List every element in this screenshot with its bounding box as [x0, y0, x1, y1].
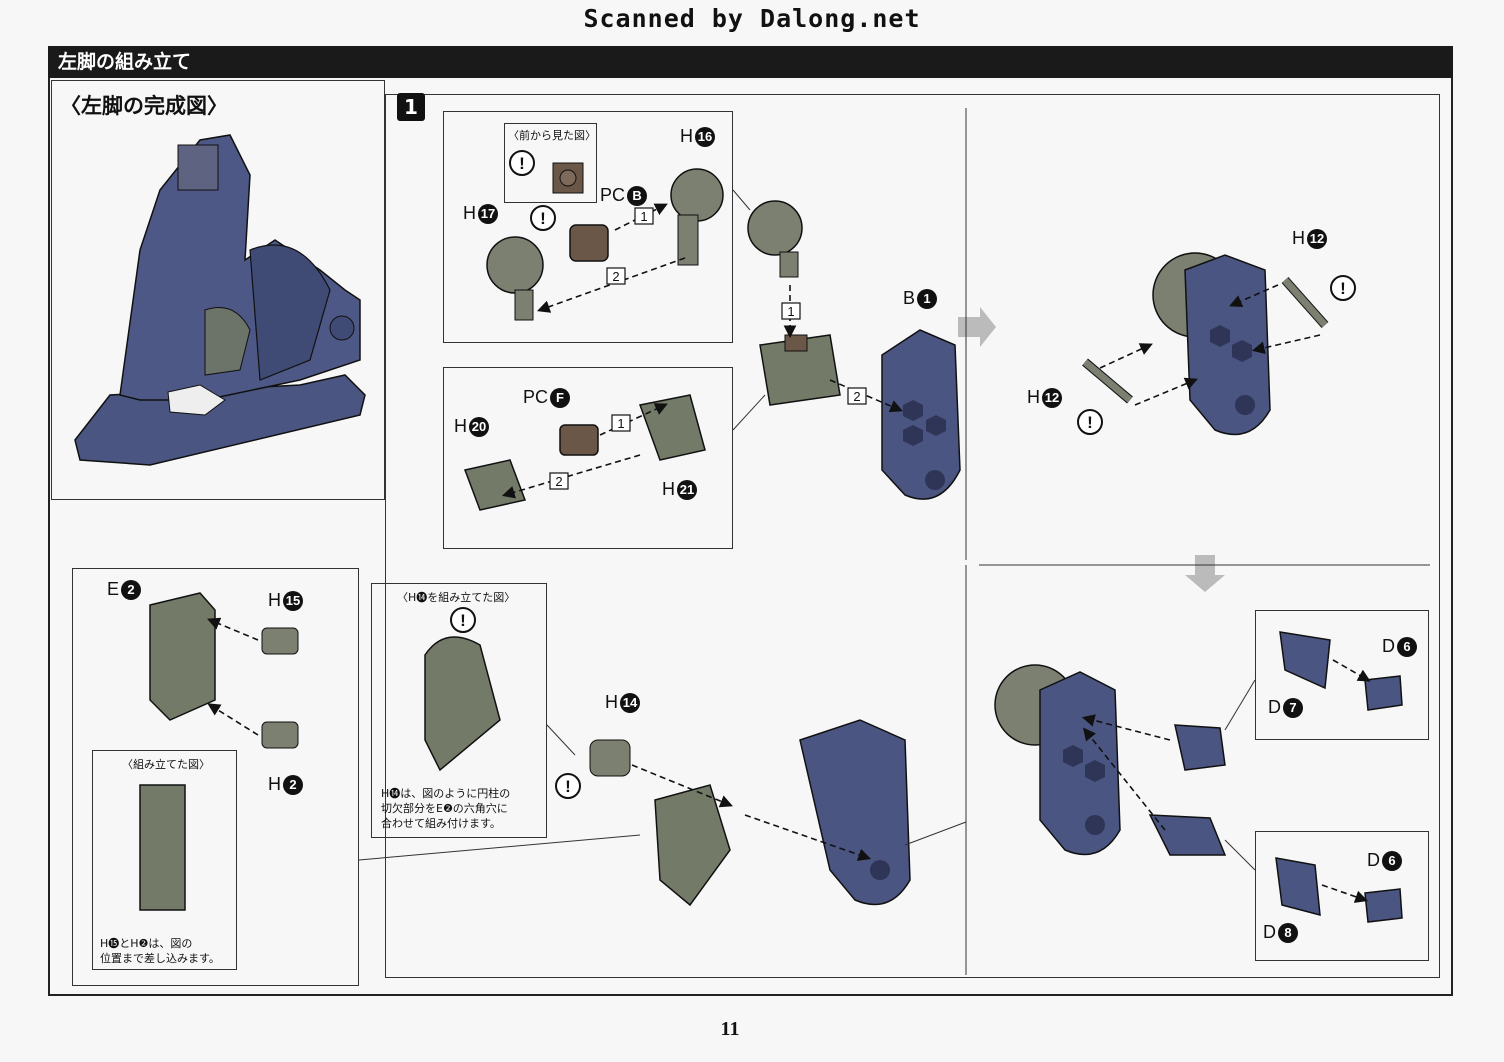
center-block [759, 334, 841, 406]
svg-text:!: ! [565, 777, 571, 796]
h17-part [486, 236, 544, 321]
leg-assembly-top [1152, 252, 1271, 436]
caution-marks [450, 150, 1356, 799]
note-h14: H⓮は、図のように円柱の切欠部分をE❷の六角穴に合わせて組み付けます。 [381, 787, 511, 830]
front-view-inset [504, 123, 597, 203]
h16-part [670, 168, 724, 266]
scan-watermark: Scanned by Dalong.net [583, 4, 921, 33]
h15-part [261, 627, 299, 655]
svg-text:!: ! [519, 154, 525, 173]
assembly-arrows [207, 203, 1371, 903]
e2-h14-assembled [654, 784, 731, 907]
front-view-title: 〈前から見た図〉 [508, 129, 596, 142]
d6-part-top [1364, 675, 1403, 711]
leg-assembly-bottom [994, 664, 1121, 856]
pcb-part [569, 224, 609, 262]
subassembly-box-bottom [443, 367, 733, 549]
pcf-part [559, 424, 599, 456]
assembled-inset [92, 750, 237, 970]
step-box-label: 1 [787, 304, 794, 319]
h12-rods [1082, 277, 1329, 404]
h14-inset [371, 583, 547, 838]
assembled-inset-title: 〈組み立てた図〉 [122, 758, 210, 771]
e2-box [72, 568, 359, 986]
h14-part [589, 739, 631, 777]
b1-part [881, 329, 961, 500]
h21-part [638, 394, 706, 461]
subassembly-box-top [443, 111, 733, 343]
d7-part [1279, 631, 1331, 690]
step-badge: 1 [397, 93, 425, 121]
d8-part [1275, 857, 1321, 917]
assembled-e2-view [139, 784, 186, 911]
completed-view-box [51, 80, 385, 500]
step-box-label: 1 [617, 416, 624, 431]
step-box-label: 2 [853, 389, 860, 404]
d7-d6-assembled [1174, 724, 1226, 771]
h14-inset-title: 〈H⓮を組み立てた図〉 [397, 591, 516, 604]
flow-arrow-right [958, 307, 996, 347]
step-box-label: 2 [612, 269, 619, 284]
svg-text:!: ! [540, 209, 546, 228]
callout-lines [358, 189, 1256, 871]
leg-assembly-mid [799, 719, 911, 906]
d8-d6-assembled [1148, 814, 1227, 856]
step1-area [385, 94, 1440, 978]
d6-part-bottom [1364, 888, 1403, 923]
step-box-label: 2 [555, 474, 562, 489]
h20-part [463, 459, 527, 511]
step-box-label: 1 [640, 209, 647, 224]
note-h15: H⓯とH❷は、図の位置まで差し込みます。 [100, 937, 220, 965]
section-title: 左脚の組み立て [48, 46, 1453, 78]
flow-arrow-down [1185, 555, 1225, 592]
joint-part-assembled [747, 200, 803, 256]
d7-box [1255, 610, 1429, 740]
svg-text:!: ! [1087, 413, 1093, 432]
completed-leg-illustration [74, 134, 366, 466]
step-number-boxes [549, 207, 867, 490]
page-number: 11 [720, 1018, 740, 1040]
h14-inset-part [424, 636, 501, 772]
svg-text:!: ! [1340, 279, 1346, 298]
e2-part [149, 592, 216, 721]
completed-title: 〈左脚の完成図〉 [60, 94, 228, 118]
d8-box [1255, 831, 1429, 961]
svg-text:!: ! [460, 611, 466, 630]
h2-part [261, 721, 299, 749]
